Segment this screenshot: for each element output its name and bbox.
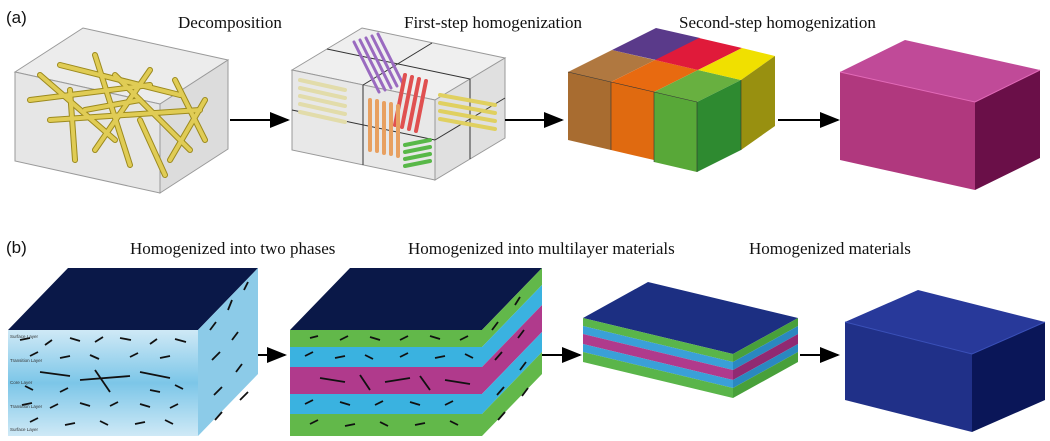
fiber-bundle-green bbox=[403, 138, 432, 168]
layered-fiber-box bbox=[290, 268, 542, 436]
panel-a-label: (a) bbox=[6, 8, 27, 27]
multilayer-box bbox=[583, 282, 798, 398]
fiber-bundle-orange bbox=[368, 98, 400, 158]
fiber-bundle-yellow bbox=[438, 93, 497, 131]
fiber-bundle-red bbox=[393, 73, 428, 133]
random-fiber-box bbox=[13, 27, 230, 194]
step-label-multilayer: Homogenized into multilayer materials bbox=[408, 239, 675, 258]
step-label-homogenized-materials: Homogenized materials bbox=[749, 239, 911, 258]
step-label-decomposition: Decomposition bbox=[178, 13, 282, 32]
fiber-bundle-purple bbox=[352, 32, 405, 94]
layer-label-surface-bottom: Surface Layer bbox=[10, 427, 39, 432]
oriented-fiber-box bbox=[290, 27, 507, 181]
step-label-first-homogenization: First-step homogenization bbox=[404, 13, 583, 32]
homogenized-subblock-box bbox=[567, 28, 775, 172]
layer-label-transition-bottom: Transition Layer bbox=[10, 404, 43, 409]
layer-label-core: Core Layer bbox=[10, 380, 33, 385]
fiber-bundle-cream-left bbox=[298, 78, 347, 124]
homogenized-magenta-box bbox=[839, 40, 1041, 190]
fiber-short-segments bbox=[304, 296, 529, 427]
fiber-cluster bbox=[27, 52, 208, 178]
layer-label-transition-top: Transition Layer bbox=[10, 358, 43, 363]
panel-b-label: (b) bbox=[6, 238, 27, 257]
step-label-second-homogenization: Second-step homogenization bbox=[679, 13, 876, 32]
fiber-short-segments bbox=[19, 281, 249, 426]
two-phase-composite-box: Surface Layer Transition Layer Core Laye… bbox=[8, 268, 258, 436]
layer-label-surface-top: Surface Layer bbox=[10, 334, 39, 339]
homogenized-navy-box bbox=[844, 290, 1046, 432]
step-label-two-phases: Homogenized into two phases bbox=[130, 239, 335, 258]
